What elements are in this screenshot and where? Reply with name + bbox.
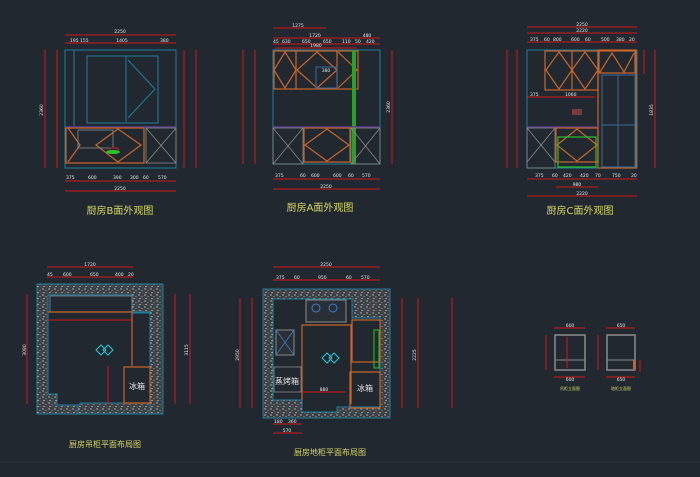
dim-b-bottom: 300 — [130, 175, 139, 181]
dim-pf-bottom: 180 — [274, 419, 283, 425]
oven-label: 蒸烤箱 — [275, 376, 299, 386]
plan-floor-cabinets: 蒸烤箱 冰箱 2250 375 60 950 60 570 880 180 36… — [235, 262, 453, 457]
elevation-b-title: 厨房B面外观图 — [87, 204, 154, 217]
elevation-c-title: 厨房C面外观图 — [547, 204, 614, 217]
detail-2-title: 地柜立面图 — [611, 385, 631, 391]
dim-c-top: 60 — [544, 37, 550, 43]
dim-c-top: 600 — [571, 37, 580, 43]
dim-a-bottom: 60 — [348, 173, 354, 179]
fridge-label-wall-plan: 冰箱 — [129, 381, 145, 391]
dim-c-bottom: 420 — [580, 173, 589, 179]
dim-c-top: 500 — [601, 37, 610, 43]
dim-b-bottom-total: 2250 — [114, 186, 126, 192]
dim-c-bottom: 375 — [535, 173, 544, 179]
plan-floor-title: 厨房地柜平面布局图 — [294, 447, 366, 457]
dim-a-bottom: 600 — [311, 173, 320, 179]
dim-a-right-total: 2360 — [386, 101, 392, 113]
dim-a-bottom: 375 — [275, 173, 284, 179]
dim-c-mid: 1060 — [565, 92, 577, 98]
dim-c-top-total-2: 2220 — [576, 28, 588, 34]
dim-pw-right-total: 3115 — [184, 344, 190, 356]
dim-c-top: 60 — [585, 37, 591, 43]
dim-b-top: 380 — [160, 38, 169, 44]
detail-1-width-bottom: 600 — [566, 377, 575, 383]
plan-wall-cabinets: 冰箱 1720 45 600 650 400 20 3080 3115 厨房吊柜… — [22, 262, 191, 449]
dim-c-top: 375 — [530, 37, 539, 43]
dim-a-top: 50 — [355, 39, 361, 45]
dim-b-top: 155 — [80, 38, 89, 44]
dim-a-bottom-total: 2250 — [320, 184, 332, 190]
dim-b-bottom: 390 — [113, 175, 122, 181]
dim-c-bottom: 60 — [552, 173, 558, 179]
elevation-b: 2250 195 155 1405 380 375 600 390 300 60… — [39, 29, 197, 217]
detail-cabinet-2: 650 650 地柜立面图 — [597, 323, 641, 391]
dim-pf-top: 60 — [346, 275, 352, 281]
dim-pf-top: 375 — [276, 275, 285, 281]
dim-b-top-total: 2250 — [114, 29, 126, 35]
dim-pw-top: 400 — [115, 272, 124, 278]
dim-pf-top: 950 — [318, 275, 327, 281]
dim-b-bottom: 570 — [158, 175, 167, 181]
dim-pf-right-total: 2225 — [412, 349, 418, 361]
dim-pf-top-total: 2250 — [320, 262, 332, 268]
dim-pf-mid: 880 — [320, 387, 329, 393]
dim-pf-top: 60 — [294, 275, 300, 281]
dim-c-bottom-total: 2220 — [576, 191, 588, 197]
fridge-label-floor-plan: 冰箱 — [357, 383, 373, 393]
dim-c-top: 380 — [616, 37, 625, 43]
detail-2-width: 650 — [617, 323, 626, 329]
dim-a-bottom: 60 — [300, 173, 306, 179]
elevation-a: 1275 1720 480 45 630 650 650 110 50 420 … — [242, 23, 393, 214]
dim-pf-bottom-total: 570 — [283, 428, 292, 434]
dim-c-bottom-sub: 980 — [573, 182, 582, 188]
dim-pw-left-total: 3080 — [22, 344, 28, 356]
dim-a-top: 1720 — [309, 33, 321, 39]
dim-b-bottom: 60 — [143, 175, 149, 181]
elevation-c: 2250 2220 375 60 800 600 60 500 380 20 3… — [506, 22, 656, 217]
dim-a-top: 1275 — [292, 23, 304, 29]
dim-a-top: 650 — [302, 39, 311, 45]
dim-c-bottom: 70 — [595, 173, 601, 179]
detail-cabinet-1: 600 600 吊柜立面图 — [545, 323, 586, 391]
dim-pf-left-total: 2950 — [235, 349, 241, 361]
dim-pw-top: 45 — [47, 272, 53, 278]
dim-a-bottom: 570 — [362, 173, 371, 179]
dim-a-top: 650 — [323, 39, 332, 45]
detail-1-title: 吊柜立面图 — [560, 385, 580, 391]
dim-pw-top: 650 — [90, 272, 99, 278]
dim-pf-top: 570 — [361, 275, 370, 281]
dim-c-right: 1835 — [649, 104, 655, 116]
dim-c-bottom: 750 — [612, 173, 621, 179]
dim-a-top-sub: 1980 — [310, 43, 322, 49]
dim-b-left-total: 2360 — [39, 104, 45, 116]
dim-b-bottom: 600 — [88, 175, 97, 181]
detail-2-width-bottom: 650 — [617, 377, 626, 383]
dim-b-top: 195 — [70, 38, 79, 44]
dim-c-top: 20 — [629, 37, 635, 43]
dim-pw-top: 600 — [63, 272, 72, 278]
dim-a-hood: 380 — [322, 68, 331, 74]
dim-c-top: 800 — [553, 37, 562, 43]
dim-a-bottom: 600 — [333, 173, 342, 179]
dim-pw-top-total: 1720 — [84, 262, 96, 268]
dim-a-top: 420 — [366, 39, 375, 45]
dim-a-top: 45 — [273, 39, 279, 45]
dim-pw-top: 20 — [128, 272, 134, 278]
plan-wall-title: 厨房吊柜平面布局图 — [69, 439, 141, 449]
dim-b-bottom: 375 — [66, 175, 75, 181]
dim-pf-bottom: 360 — [288, 419, 297, 425]
dim-a-top: 110 — [342, 39, 351, 45]
dim-c-bottom: 20 — [631, 173, 637, 179]
elevation-a-title: 厨房A面外观图 — [287, 201, 354, 214]
dim-c-mid: 375 — [530, 92, 539, 98]
dim-c-top-total: 2250 — [576, 22, 588, 28]
dim-a-top: 630 — [282, 39, 291, 45]
dim-a-top: 480 — [363, 33, 372, 39]
dim-c-bottom: 420 — [563, 173, 572, 179]
detail-1-width: 600 — [566, 323, 575, 329]
dim-b-top: 1405 — [116, 38, 128, 44]
